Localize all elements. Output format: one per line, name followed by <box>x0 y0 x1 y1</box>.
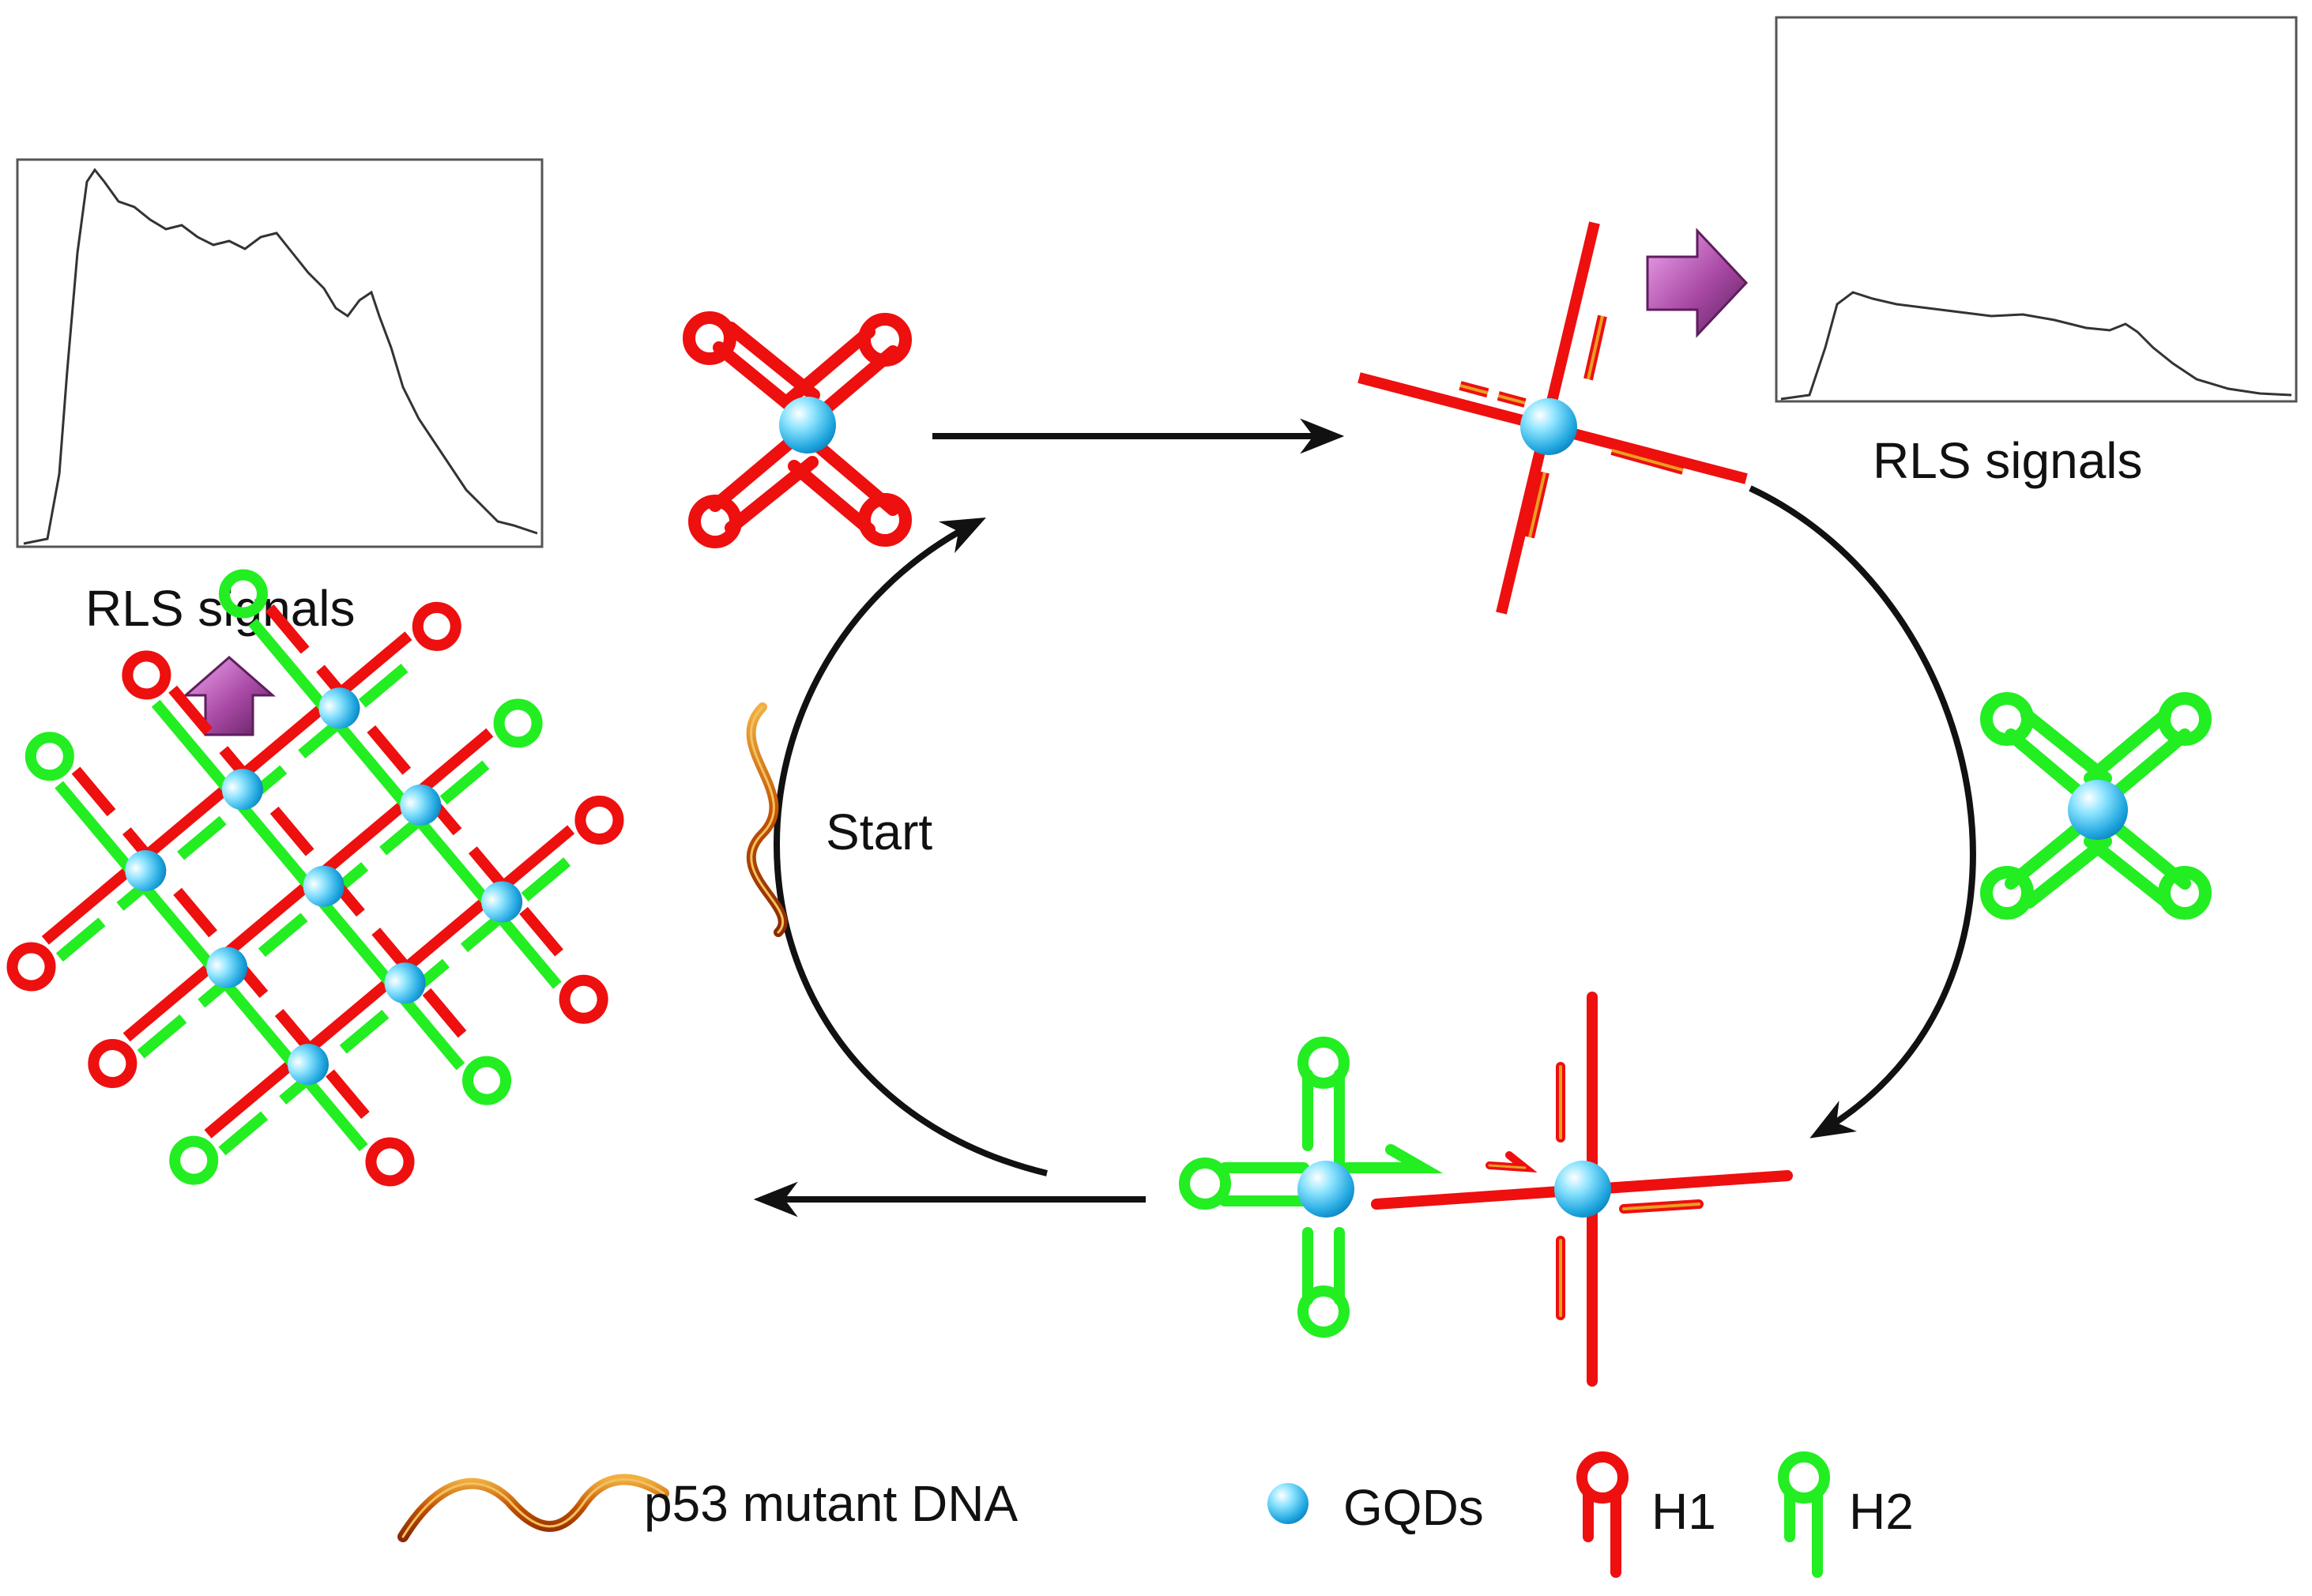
rls-curve-left <box>23 168 538 545</box>
rls-curve-right <box>1780 291 2292 401</box>
rls-label-right: RLS signals <box>1873 432 2143 489</box>
magenta-up-arrow-icon <box>183 656 276 736</box>
start-label: Start <box>826 804 932 860</box>
legend-gqd-icon <box>1267 1483 1309 1524</box>
magenta-right-arrow-icon <box>1646 228 1749 338</box>
gqd-node <box>779 397 836 454</box>
legend-h2-label: H2 <box>1849 1483 1914 1540</box>
legend-dna-icon <box>397 1474 669 1542</box>
gqd-node <box>2068 780 2128 840</box>
gqd-node <box>1520 398 1577 455</box>
legend-h2-hairpin-icon <box>1778 1451 1830 1578</box>
legend-gqds-label: GQDs <box>1343 1479 1484 1536</box>
legend: p53 mutant DNA GQDs H1 H2 <box>397 1451 1914 1578</box>
rls-plot-right: RLS signals <box>1775 16 2298 489</box>
legend-h1-hairpin-icon <box>1576 1451 1629 1578</box>
legend-dna-label: p53 mutant DNA <box>644 1475 1018 1532</box>
arrow-right-arc <box>1749 485 1976 1139</box>
legend-h1-label: H1 <box>1651 1483 1716 1540</box>
reaction-cycle-arrows <box>753 418 1976 1218</box>
gqd-node <box>1297 1161 1354 1218</box>
h1-h2-hybrid-complex <box>1179 992 1793 1387</box>
gqd-node <box>1554 1161 1611 1218</box>
rls-plot-left: RLS signals <box>16 158 544 637</box>
arrow-left-arc <box>774 517 1048 1176</box>
dna-strand-icon <box>746 702 788 937</box>
h2-gqd-probe <box>1980 692 2212 920</box>
